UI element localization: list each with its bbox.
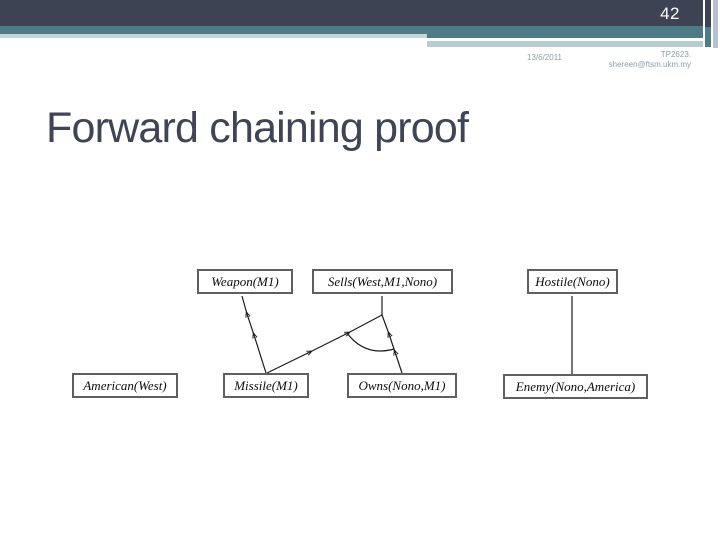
- slide-title: Forward chaining proof: [46, 104, 469, 152]
- edge-owns-to-sells: [381, 314, 403, 374]
- header-pale-bar-left: [0, 34, 427, 38]
- node-hostile: Hostile(Nono): [527, 269, 618, 294]
- header-white-stripe: [427, 38, 663, 41]
- page-number: 42: [660, 4, 680, 23]
- edge-missile-to-weapon: [241, 295, 267, 374]
- node-missile: Missile(M1): [223, 373, 309, 398]
- node-enemy: Enemy(Nono,America): [503, 374, 648, 399]
- slide-date: 13/6/2011: [527, 53, 562, 62]
- edge-strip-pale: [713, 0, 718, 48]
- edge-strip-teal: [705, 27, 711, 47]
- node-owns: Owns(Nono,M1): [347, 373, 457, 398]
- node-american: American(West): [72, 373, 178, 398]
- edge-strip-navy: [705, 0, 711, 27]
- edge-missile-to-sells: [266, 314, 383, 374]
- node-weapon: Weapon(M1): [197, 269, 293, 294]
- and-arc: [346, 332, 395, 352]
- header-pale-bar-right: [427, 41, 703, 47]
- author-email: shereen@ftsm.ukm.my: [608, 60, 691, 69]
- header-teal-bar: [0, 26, 703, 34]
- course-code: TP2623.: [660, 50, 691, 59]
- header-teal-bar-right: [427, 26, 703, 38]
- slide-credit: TP2623. shereen@ftsm.ukm.my: [609, 50, 691, 70]
- header-navy-bar: 42: [0, 0, 703, 26]
- node-sells: Sells(West,M1,Nono): [312, 269, 453, 294]
